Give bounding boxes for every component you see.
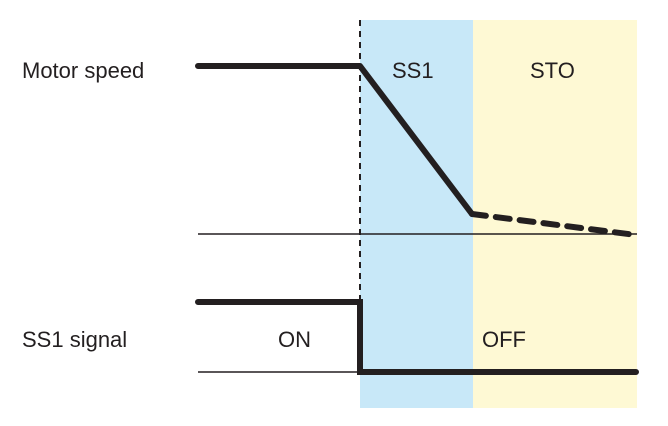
motor-coast-curve: [469, 211, 639, 238]
sto-zone: [473, 20, 637, 408]
ss1-signal-label: SS1 signal: [22, 327, 127, 352]
sto-zone-label: STO: [530, 58, 575, 83]
ss1-signal-curve: [195, 299, 639, 375]
ss1-zone-label: SS1: [392, 58, 434, 83]
ss1-zone: [360, 20, 473, 408]
motor-speed-label: Motor speed: [22, 58, 144, 83]
motor-speed-curve: [195, 63, 475, 217]
off-label: OFF: [482, 327, 526, 352]
on-label: ON: [278, 327, 311, 352]
